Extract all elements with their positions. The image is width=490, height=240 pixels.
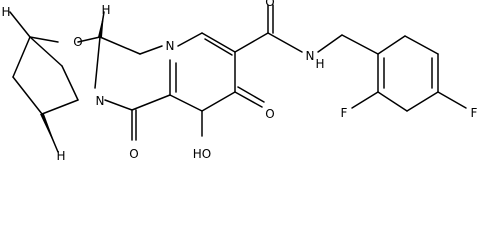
atom-f-para: F — [471, 106, 478, 120]
atom-h-top: H — [1, 5, 10, 19]
atom-o-ring: O — [73, 35, 82, 49]
atom-o-amide: O — [265, 0, 274, 9]
atom-h-amide: H — [315, 57, 324, 71]
atom-labels: H O H N N H O HO O O N H F F — [1, 0, 477, 163]
atom-h-bottom: H — [56, 149, 65, 163]
atom-o-ketone: O — [265, 107, 274, 121]
atom-h-center: H — [101, 3, 110, 17]
atom-n-amide-ring: N — [96, 94, 105, 108]
atom-n-pyridinone: N — [166, 39, 175, 53]
atom-n-amide: N — [306, 49, 315, 63]
bond-lines — [9, 4, 467, 153]
atom-f-ortho: F — [341, 106, 348, 120]
atom-o-carbonyl-bottom: O — [129, 147, 138, 161]
molecule-structure: H O H N N H O HO O O N H F F — [1, 0, 477, 163]
stereo-wedges — [40, 12, 104, 152]
atom-oh: HO — [193, 147, 211, 161]
